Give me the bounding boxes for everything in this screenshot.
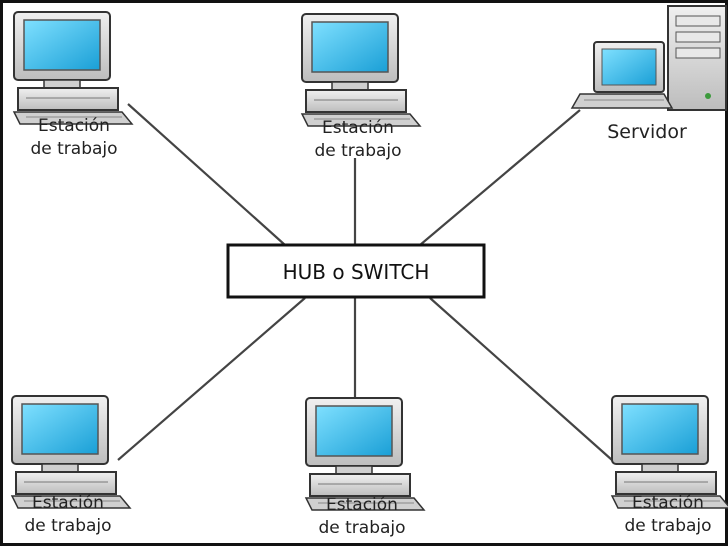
server-tower-icon	[667, 5, 727, 111]
server-node: Servidor	[570, 5, 727, 143]
workstation-icon	[305, 397, 425, 511]
link-ws-bottom-right	[429, 297, 613, 461]
link-server	[419, 109, 581, 246]
link-ws-top-left	[127, 103, 286, 246]
node-label-line1: Servidor	[607, 121, 687, 143]
node-label-line1: Estación	[322, 118, 394, 138]
workstation-icon	[301, 13, 421, 127]
workstation-top-left: Estación de trabajo	[13, 11, 133, 159]
node-label-line1: Estación	[32, 493, 104, 513]
node-label-line1: Estación	[38, 116, 110, 136]
node-label-line1: Estación	[326, 495, 398, 515]
workstation-bottom-left: Estación de trabajo	[11, 395, 131, 536]
workstation-top-center: Estación de trabajo	[301, 13, 421, 161]
node-label-line2: de trabajo	[624, 516, 711, 536]
link-ws-bottom-left	[117, 297, 306, 461]
node-label-line2: de trabajo	[30, 139, 117, 159]
workstation-icon	[611, 395, 728, 509]
workstation-icon	[13, 11, 133, 125]
workstation-icon	[11, 395, 131, 509]
connection-lines	[117, 103, 613, 461]
workstation-bottom-right: Estación de trabajo	[611, 395, 728, 536]
workstation-bottom-center: Estación de trabajo	[305, 397, 425, 538]
node-label-line1: Estación	[632, 493, 704, 513]
node-label-line2: de trabajo	[314, 141, 401, 161]
hub-switch: HUB o SWITCH	[226, 243, 486, 299]
node-label-line2: de trabajo	[24, 516, 111, 536]
laptop-icon	[570, 41, 674, 109]
node-label-line2: de trabajo	[318, 518, 405, 538]
hub-label: HUB o SWITCH	[283, 260, 430, 284]
